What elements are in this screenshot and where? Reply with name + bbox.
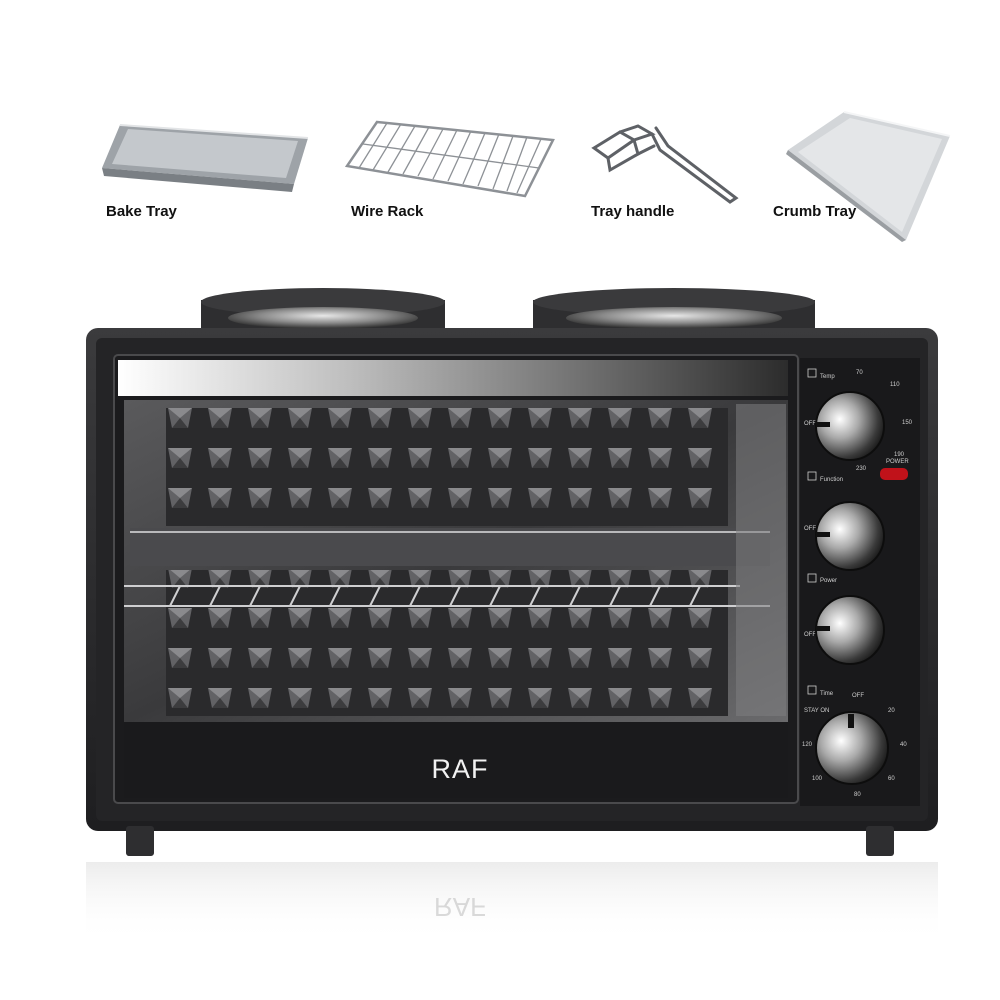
wire-rack-icon <box>344 118 555 198</box>
svg-text:100: 100 <box>812 776 823 782</box>
accessory-label-tray-handle: Tray handle <box>591 203 675 220</box>
power-off-label: OFF <box>804 632 816 638</box>
hot-plate-left <box>201 288 445 333</box>
hot-plate-right <box>533 288 815 330</box>
floor-reflection <box>86 862 938 942</box>
crumb-tray-icon <box>786 108 954 242</box>
power-indicator-label: POWER <box>886 459 909 465</box>
accessory-label-bake-tray: Bake Tray <box>106 203 177 220</box>
svg-text:60: 60 <box>888 776 895 782</box>
time-label: Time <box>820 691 834 697</box>
temp-off-label: OFF <box>804 421 816 427</box>
svg-text:120: 120 <box>802 742 813 748</box>
function-off-label: OFF <box>804 526 816 532</box>
svg-text:20: 20 <box>888 708 895 714</box>
power-dial-group: Power OFF <box>804 573 885 665</box>
temp-label: Temp <box>820 374 835 380</box>
wire-rack-inside <box>124 585 770 607</box>
door-handle <box>118 360 788 396</box>
power-label: Power <box>820 578 837 584</box>
svg-text:40: 40 <box>900 742 907 748</box>
power-indicator-light <box>880 468 908 480</box>
accessory-label-wire-rack: Wire Rack <box>351 203 424 220</box>
oven-door[interactable]: RAF <box>113 354 799 804</box>
time-off-label: OFF <box>852 693 864 699</box>
brand-logo-reflection: RAF <box>434 892 486 922</box>
function-dial-group: Function OFF <box>804 471 885 571</box>
time-dial-group: Time OFF STAY ON 20 40 60 80 100 120 <box>802 685 907 798</box>
function-label: Function <box>820 477 843 483</box>
bake-tray-inside <box>130 528 770 566</box>
bake-tray-icon <box>98 120 310 198</box>
accessory-label-crumb-tray: Crumb Tray <box>773 203 857 220</box>
svg-text:230: 230 <box>856 466 867 472</box>
foot-left <box>126 826 154 856</box>
svg-text:150: 150 <box>902 420 913 426</box>
oven-interior-upper <box>166 408 728 526</box>
tray-handle-icon <box>590 120 740 210</box>
oven-interior-lower <box>166 570 728 716</box>
brand-logo: RAF <box>432 754 489 784</box>
svg-text:80: 80 <box>854 792 861 798</box>
time-knob[interactable] <box>815 711 889 785</box>
svg-text:70: 70 <box>856 370 863 376</box>
stay-on-label: STAY ON <box>804 708 829 714</box>
temp-dial-group: Temp OFF 70 110 150 190 230 POWER <box>804 368 913 472</box>
svg-text:190: 190 <box>894 452 905 458</box>
svg-text:110: 110 <box>890 382 900 388</box>
foot-right <box>866 826 894 856</box>
